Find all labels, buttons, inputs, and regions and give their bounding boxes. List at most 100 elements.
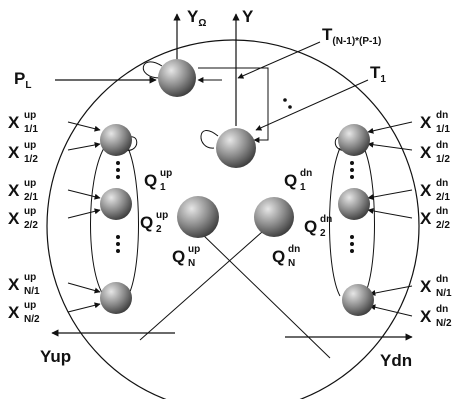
right-node-1 [338,124,370,156]
svg-text:up: up [156,210,168,221]
svg-text:1/1: 1/1 [436,124,450,135]
svg-text:dn: dn [436,110,448,121]
svg-text:X: X [8,143,20,162]
svg-text:X: X [8,113,20,132]
t-ellipsis-dot [288,105,292,109]
t-ellipsis-dot [283,98,287,102]
right-ellipsis-dot [350,175,354,179]
y-dn-label: Ydn [380,351,412,370]
svg-text:Q: Q [172,247,185,266]
svg-text:up: up [24,140,36,151]
x-dn-n2-arrow [369,304,413,317]
svg-text:1: 1 [160,182,166,193]
svg-text:1/1: 1/1 [24,124,38,135]
svg-text:up: up [160,168,172,179]
svg-text:X: X [420,181,432,200]
svg-text:dn: dn [300,168,312,179]
svg-text:up: up [24,110,36,121]
svg-text:up: up [24,178,36,189]
svg-text:X: X [420,277,432,296]
svg-text:1: 1 [300,182,306,193]
left-ellipsis-dot [116,175,120,179]
svg-text:N/1: N/1 [436,288,452,299]
right-ellipsis-dot [350,161,354,165]
t-top-input-line [237,41,321,79]
svg-text:N/2: N/2 [24,314,40,325]
q-up-node [177,196,219,238]
outer-boundary-circle [46,39,420,399]
svg-text:Q: Q [272,247,285,266]
y-omega-label: YΩ [187,7,206,29]
svg-text:dn: dn [436,140,448,151]
x-up-n1-arrow [67,282,101,294]
t-top-label: T(N-1)*(P-1) [322,25,381,47]
t1-input-line [255,79,369,131]
svg-text:dn: dn [436,206,448,217]
svg-text:N: N [288,258,295,269]
x-dn-22-arrow [367,208,413,219]
svg-text:X: X [420,209,432,228]
right-ellipsis-dot [350,242,354,246]
x-dn-11-arrow [367,121,413,134]
svg-text:up: up [24,300,36,311]
left-column-rail-inner [127,147,139,297]
center-node [216,128,256,168]
svg-text:2: 2 [320,228,326,239]
x-up-21-arrow [67,189,101,200]
x-dn-12-arrow [367,141,413,151]
t1-label: T1 [370,63,386,85]
svg-text:X: X [420,307,432,326]
left-ellipsis-dot [116,168,120,172]
center-node-self-loop [200,130,219,149]
x-dn-n1-arrow [369,285,413,296]
svg-text:2/2: 2/2 [436,220,450,231]
x-up-12-arrow [67,142,101,151]
svg-text:2/2: 2/2 [24,220,38,231]
svg-text:X: X [8,303,20,322]
svg-text:dn: dn [436,304,448,315]
svg-text:Q: Q [144,171,157,190]
left-ellipsis-dot [116,242,120,246]
p-l-label: PL [14,69,31,91]
svg-text:up: up [24,206,36,217]
svg-text:Q: Q [304,217,317,236]
right-node-n [342,284,374,316]
y-label: Y [242,7,254,26]
right-column-rail [329,147,341,297]
svg-text:dn: dn [436,274,448,285]
svg-text:1/2: 1/2 [436,154,450,165]
svg-text:X: X [8,181,20,200]
x-up-11-arrow [67,121,101,132]
right-node-2 [338,188,370,220]
svg-text:X: X [8,275,20,294]
svg-text:Q: Q [284,171,297,190]
y-up-label: Yup [40,347,71,366]
top-node [158,59,196,97]
svg-text:up: up [188,244,200,255]
left-node-n [100,282,132,314]
svg-text:up: up [24,272,36,283]
svg-text:X: X [420,143,432,162]
svg-text:X: X [420,113,432,132]
svg-text:1/2: 1/2 [24,154,38,165]
x-up-n2-arrow [67,302,101,313]
svg-text:dn: dn [436,178,448,189]
left-node-2 [100,188,132,220]
svg-text:N/2: N/2 [436,318,452,329]
